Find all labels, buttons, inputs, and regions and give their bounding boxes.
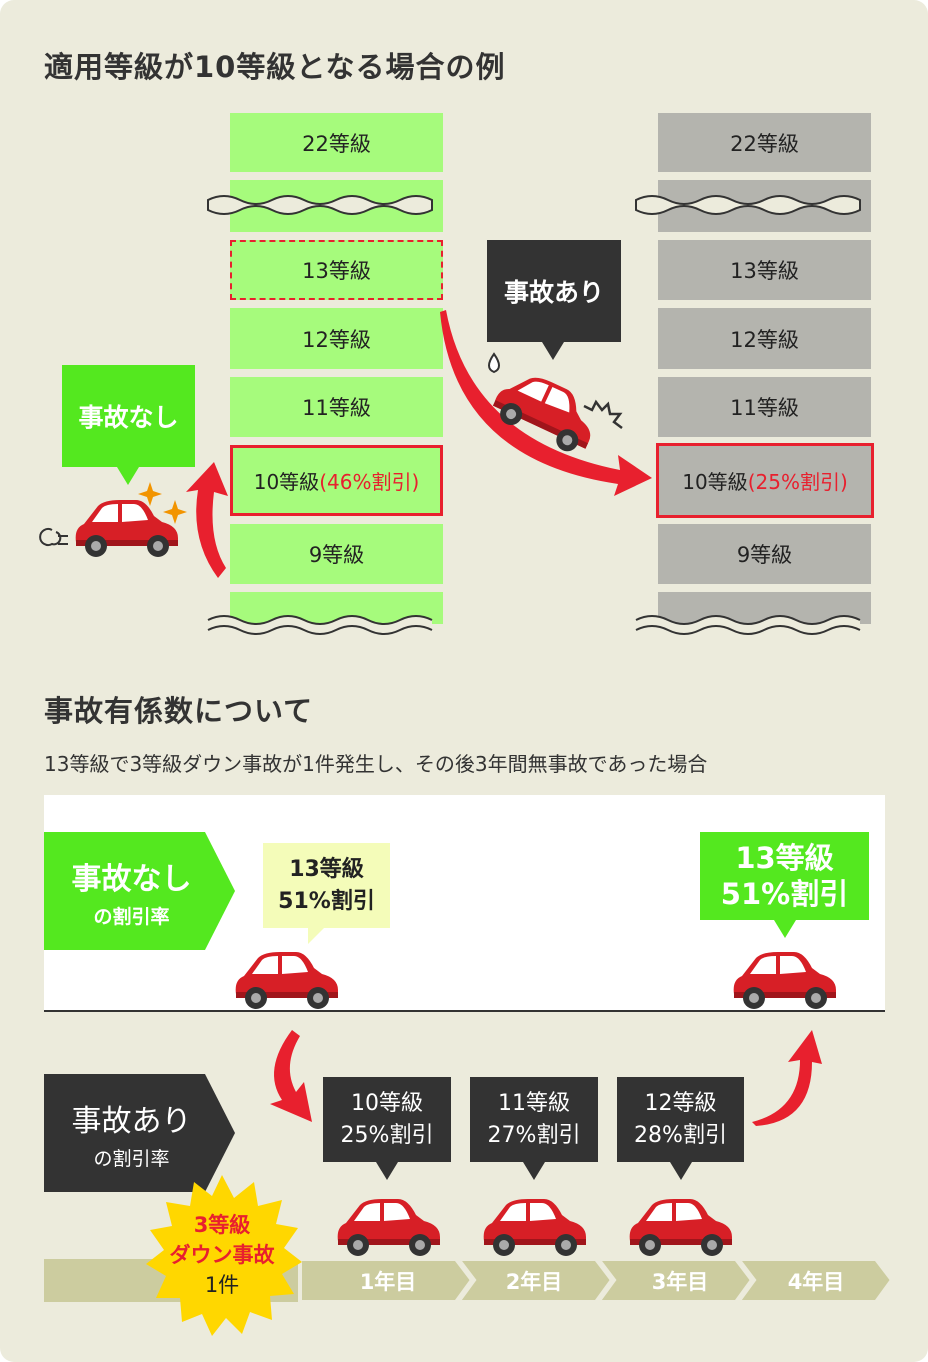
burst-shape [146,1175,302,1336]
grade: 13等級 [735,841,834,875]
burst-line1: 3等級 [193,1213,251,1237]
car-icon [337,1199,440,1256]
right-grade-10: 10等級(25%割引) [656,443,874,518]
section1-decorations [39,195,861,680]
grade-label: 10等級 [682,470,748,494]
pointer [774,920,796,938]
grade: 10等級 [351,1090,423,1116]
left-grade-9: 9等級 [230,524,443,584]
pointer [376,1162,398,1180]
left-grade-10: 10等級(46%割引) [230,445,443,516]
wave-breaks [207,195,861,680]
sparkle-icon [138,482,187,524]
accident-box-bg [44,1074,235,1192]
box-line2: の割引率 [93,1147,170,1170]
exhaust-icon [39,528,68,546]
accident-label: 事故あり [487,240,621,342]
car-icon [733,952,836,1009]
right-grade-9: 9等級 [658,524,871,584]
box-line2: の割引率 [93,905,170,928]
pointer [542,342,564,360]
accident-burst: 3等級 ダウン事故 1件 [152,1205,292,1305]
burst-line2: ダウン事故 [169,1243,275,1267]
down-arrow [440,310,652,496]
year1-grade-bubble: 10等級 25%割引 [323,1077,451,1162]
discount-label: (25%割引) [747,470,848,494]
discount: 25%割引 [340,1122,434,1148]
year-4-label: 4年目 [787,1269,845,1294]
up-arrow [752,1030,822,1126]
section1-title: 適用等級が10等級となる場合の例 [44,50,506,84]
left-grade-12: 12等級 [230,308,443,369]
box-line1: 事故あり [71,1103,192,1139]
grade: 13等級 [289,856,364,882]
burst-line3: 1件 [204,1273,240,1297]
year-2-label: 2年目 [505,1269,563,1294]
car-icon [235,952,338,1009]
discount: 51%割引 [720,877,849,911]
box-line1: 事故なし [71,861,192,897]
discount: 28%割引 [634,1122,727,1148]
year-3-label: 3年目 [651,1269,709,1294]
start-grade-bubble: 13等級 51%割引 [263,843,390,928]
left-grade-22: 22等級 [230,113,443,172]
sweat-icon [488,352,500,374]
pointer [670,1162,692,1180]
right-grade-13: 13等級 [658,240,871,300]
accident-rate-box: 事故あり の割引率 [44,1074,219,1192]
timeline-chevrons [298,1257,895,1304]
up-arrow [186,462,228,578]
section2-title: 事故有係数について [44,694,314,728]
no-accident-box-bg [44,832,235,950]
grade: 12等級 [644,1090,717,1116]
end-grade-bubble: 13等級 51%割引 [700,832,869,920]
grade: 11等級 [498,1090,570,1116]
car-icon [629,1199,732,1256]
discount-label: (46%割引) [319,470,420,494]
right-grade-12: 12等級 [658,308,871,369]
pointer [117,467,139,485]
discount: 27%割引 [487,1122,581,1148]
year-1-label: 1年目 [359,1269,417,1294]
left-grade-13: 13等級 [230,240,443,300]
section2-subtitle: 13等級で3等級ダウン事故が1件発生し、その後3年間無事故であった場合 [44,752,708,776]
grade-label: 10等級 [253,470,320,494]
down-arrow [270,1030,312,1122]
discount: 51%割引 [278,888,375,914]
car-icon [483,1199,586,1256]
right-grade-22: 22等級 [658,113,871,172]
no-accident-label: 事故なし [62,365,195,467]
year2-grade-bubble: 11等級 27%割引 [470,1077,598,1162]
impact-icon [583,399,623,429]
right-grade-11: 11等級 [658,377,871,437]
left-grade-11: 11等級 [230,377,443,437]
pointer [308,928,324,944]
year3-grade-bubble: 12等級 28%割引 [617,1077,744,1162]
pointer [523,1162,545,1180]
no-accident-rate-box: 事故なし の割引率 [44,832,219,950]
